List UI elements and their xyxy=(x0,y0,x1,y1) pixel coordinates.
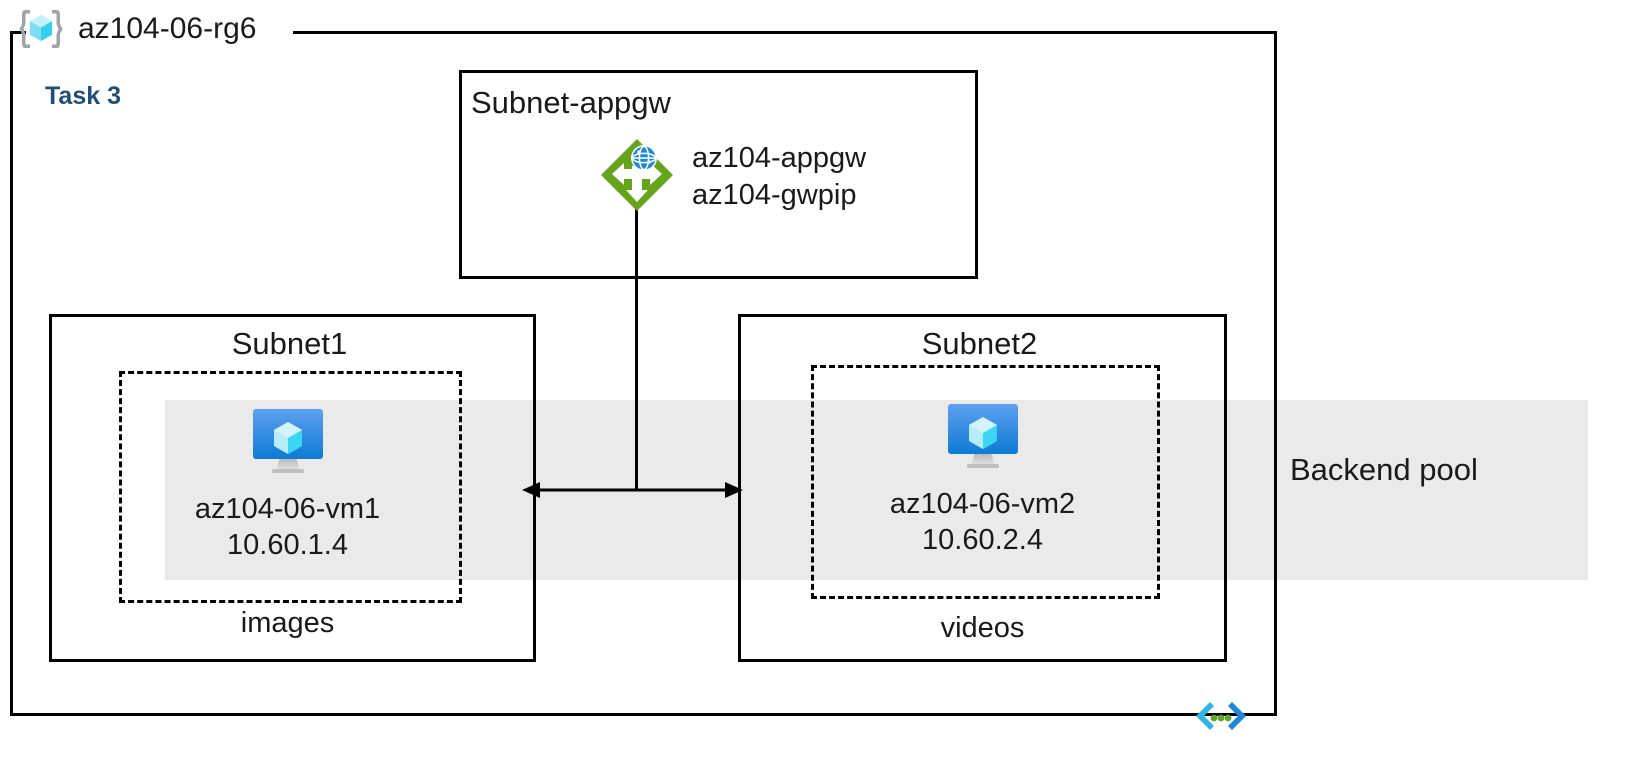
appgw-public-ip-name: az104-gwpip xyxy=(692,178,857,211)
virtual-machine-icon xyxy=(947,404,1018,468)
rg-border-right xyxy=(1274,31,1277,716)
vm1-name: az104-06-vm1 xyxy=(194,493,381,525)
resource-group-container xyxy=(10,31,1277,716)
vm2-node: az104-06-vm2 10.60.2.4 xyxy=(811,400,1154,559)
virtual-machine-icon xyxy=(252,409,323,473)
application-gateway-icon xyxy=(601,139,673,211)
vm2-ip: 10.60.2.4 xyxy=(922,524,1043,557)
rg-border-top-right xyxy=(293,31,1274,34)
resource-group-header: az104-06-rg6 xyxy=(18,6,256,52)
vm2-name: az104-06-vm2 xyxy=(889,488,1076,520)
rg-border-top-left xyxy=(10,31,26,34)
task-label: Task 3 xyxy=(45,82,121,110)
subnet1-title: Subnet1 xyxy=(231,326,348,361)
connector-horizontal-arrow xyxy=(522,482,743,498)
backend-pool-band xyxy=(165,400,1588,580)
connector-vertical xyxy=(635,205,638,491)
resource-group-name: az104-06-rg6 xyxy=(78,12,257,45)
subnet2-title: Subnet2 xyxy=(921,326,1038,361)
application-gateway-labels: az104-appgw az104-gwpip xyxy=(692,136,866,213)
subnet2-box xyxy=(738,314,1227,662)
rg-border-bottom xyxy=(10,713,1277,716)
subnet2-nic-boundary xyxy=(811,365,1160,599)
code-brackets-icon xyxy=(1196,702,1246,730)
subnet1-nic-boundary xyxy=(119,371,462,603)
resource-group-icon xyxy=(19,10,63,48)
subnet-appgw-box xyxy=(459,70,978,279)
subnet-appgw-title: Subnet-appgw xyxy=(471,85,671,120)
rg-border-left xyxy=(10,31,13,716)
application-gateway-node: az104-appgw az104-gwpip xyxy=(598,136,866,214)
appgw-resource-name: az104-appgw xyxy=(692,142,867,174)
vm1-node: az104-06-vm1 10.60.1.4 xyxy=(119,405,456,564)
subnet1-storage-label: images xyxy=(240,607,335,639)
backend-pool-label: Backend pool xyxy=(1290,452,1478,487)
subnet2-storage-label: videos xyxy=(940,612,1025,644)
vm1-ip: 10.60.1.4 xyxy=(227,529,348,562)
